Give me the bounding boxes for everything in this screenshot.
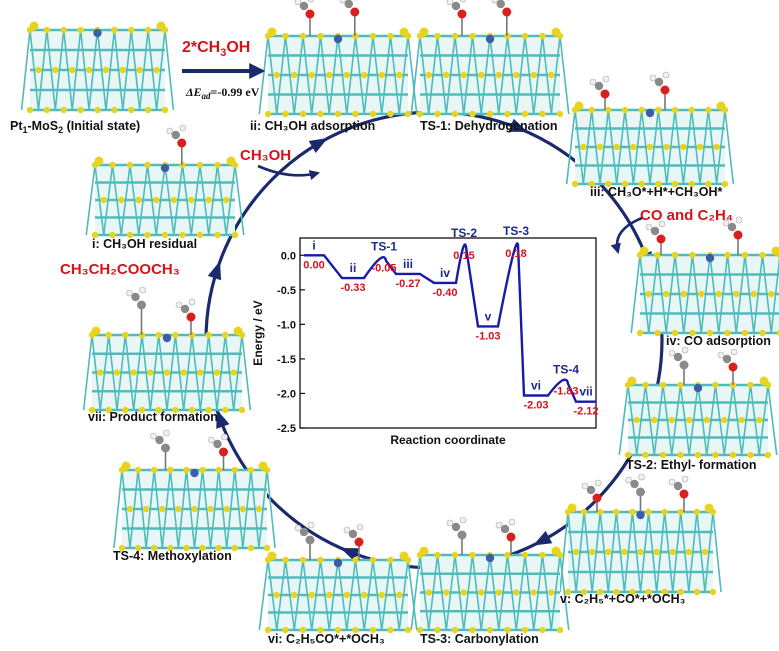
- y-tick-label: 0.0: [281, 250, 296, 262]
- product-label: CH₃CH₂COOCH₃: [60, 261, 180, 278]
- state-energy-label: -1.83: [553, 386, 578, 398]
- caption-ii: ii: CH₃OH adsorption: [250, 119, 375, 133]
- state-name-label: TS-4: [553, 363, 579, 377]
- caption-iii: iii: CH₃O*+H*+CH₃OH*: [590, 185, 723, 199]
- state-energy-label: -2.12: [573, 406, 598, 418]
- y-tick-label: -2.0: [277, 388, 296, 400]
- energy-profile-line: [304, 242, 596, 403]
- y-axis-ticks: 0.0 -0.5 -1.0 -1.5 -2.0 -2.5: [277, 250, 305, 435]
- mos2-slab: [113, 429, 276, 552]
- methanol-feed-label: CH₃OH: [240, 147, 291, 164]
- caption-ts1: TS-1: Dehydrogenation: [420, 119, 558, 133]
- caption-iv: iv: CO adsorption: [666, 334, 771, 348]
- state-energy-label: -2.03: [523, 400, 548, 412]
- mos2-slab: [410, 0, 570, 118]
- state-energy-label: 0.18: [505, 248, 526, 260]
- state-energy-label: -1.03: [475, 330, 500, 342]
- state-name-label: v: [485, 309, 492, 323]
- y-axis-title: Energy / eV: [251, 300, 265, 365]
- state-energy-label: -0.33: [340, 282, 365, 294]
- caption-ts4: TS-4: Methoxylation: [113, 549, 232, 563]
- y-tick-label: -2.5: [277, 423, 296, 435]
- state-name-label: TS-3: [503, 224, 529, 238]
- mos2-slab: [559, 473, 722, 596]
- caption-vi: vi: C₂H₅CO*+*OCH₃: [268, 632, 385, 646]
- y-tick-label: -1.5: [277, 354, 296, 366]
- state-name-label: vi: [531, 379, 541, 393]
- reactant-label: 2*CH3OH: [182, 39, 250, 59]
- x-axis-title: Reaction coordinate: [390, 433, 506, 447]
- state-energy-label: 0.00: [303, 259, 324, 271]
- mos2-slab: [258, 521, 418, 634]
- adsorption-arrow: 2*CH3OH ΔEad=-0.99 eV: [182, 39, 266, 101]
- mos2-slab: [85, 124, 245, 239]
- mos2-slab: [618, 346, 778, 459]
- state-name-label: i: [312, 238, 315, 252]
- state-name-label: ii: [350, 261, 357, 275]
- cycle-arrowhead: [216, 409, 230, 429]
- caption-ts3: TS-3: Carbonylation: [420, 632, 539, 646]
- caption-vii: vii: Product formation: [88, 410, 218, 424]
- state-name-label: TS-1: [371, 240, 397, 254]
- mos2-slab: [630, 216, 779, 337]
- caption-initial-state: Pt1-MoS2 (Initial state): [10, 119, 140, 135]
- state-name-label: TS-2: [451, 226, 477, 240]
- co-ethylene-label: CO and C₂H₄: [640, 207, 733, 224]
- adsorption-energy: ΔEad=-0.99 eV: [185, 85, 260, 101]
- structure-panels: [20, 0, 779, 634]
- cycle-arrowhead: [207, 260, 222, 281]
- state-name-label: iv: [440, 266, 450, 280]
- state-energy-label: -0.05: [371, 263, 396, 275]
- mos2-slab: [20, 21, 175, 114]
- cycle-arrowhead: [533, 530, 553, 546]
- caption-i: i: CH₃OH residual: [92, 237, 197, 251]
- state-name-label: iii: [403, 257, 413, 271]
- energy-profile-chart: 0.0 -0.5 -1.0 -1.5 -2.0 -2.5 i 0.00 ii -0.33 TS-1…: [251, 224, 599, 447]
- state-energy-label: -0.40: [432, 287, 457, 299]
- state-labels: i 0.00 ii -0.33 TS-1 -0.05 iii -0.27 iv -0.40 TS-2…: [303, 224, 598, 418]
- mos2-slab: [410, 516, 570, 634]
- caption-ts2: TS-2: Ethyl- formation: [626, 458, 757, 472]
- cycle-arrowhead: [308, 138, 328, 154]
- state-energy-label: 0.15: [453, 250, 474, 262]
- caption-v: v: C₂H₅*+CO*+*OCH₃: [560, 592, 686, 606]
- state-name-label: vii: [579, 385, 592, 399]
- y-tick-label: -0.5: [277, 285, 296, 297]
- methanol-feed-arrow: CH₃OH: [240, 147, 321, 181]
- y-tick-label: -1.0: [277, 319, 296, 331]
- mos2-slab: [82, 286, 252, 414]
- mos2-slab: [258, 0, 418, 118]
- cycle-arrowhead: [508, 118, 528, 132]
- state-energy-label: -0.27: [395, 278, 420, 290]
- mos2-slab: [565, 71, 735, 188]
- co-ethylene-feed-arrow: CO and C₂H₄: [610, 207, 733, 255]
